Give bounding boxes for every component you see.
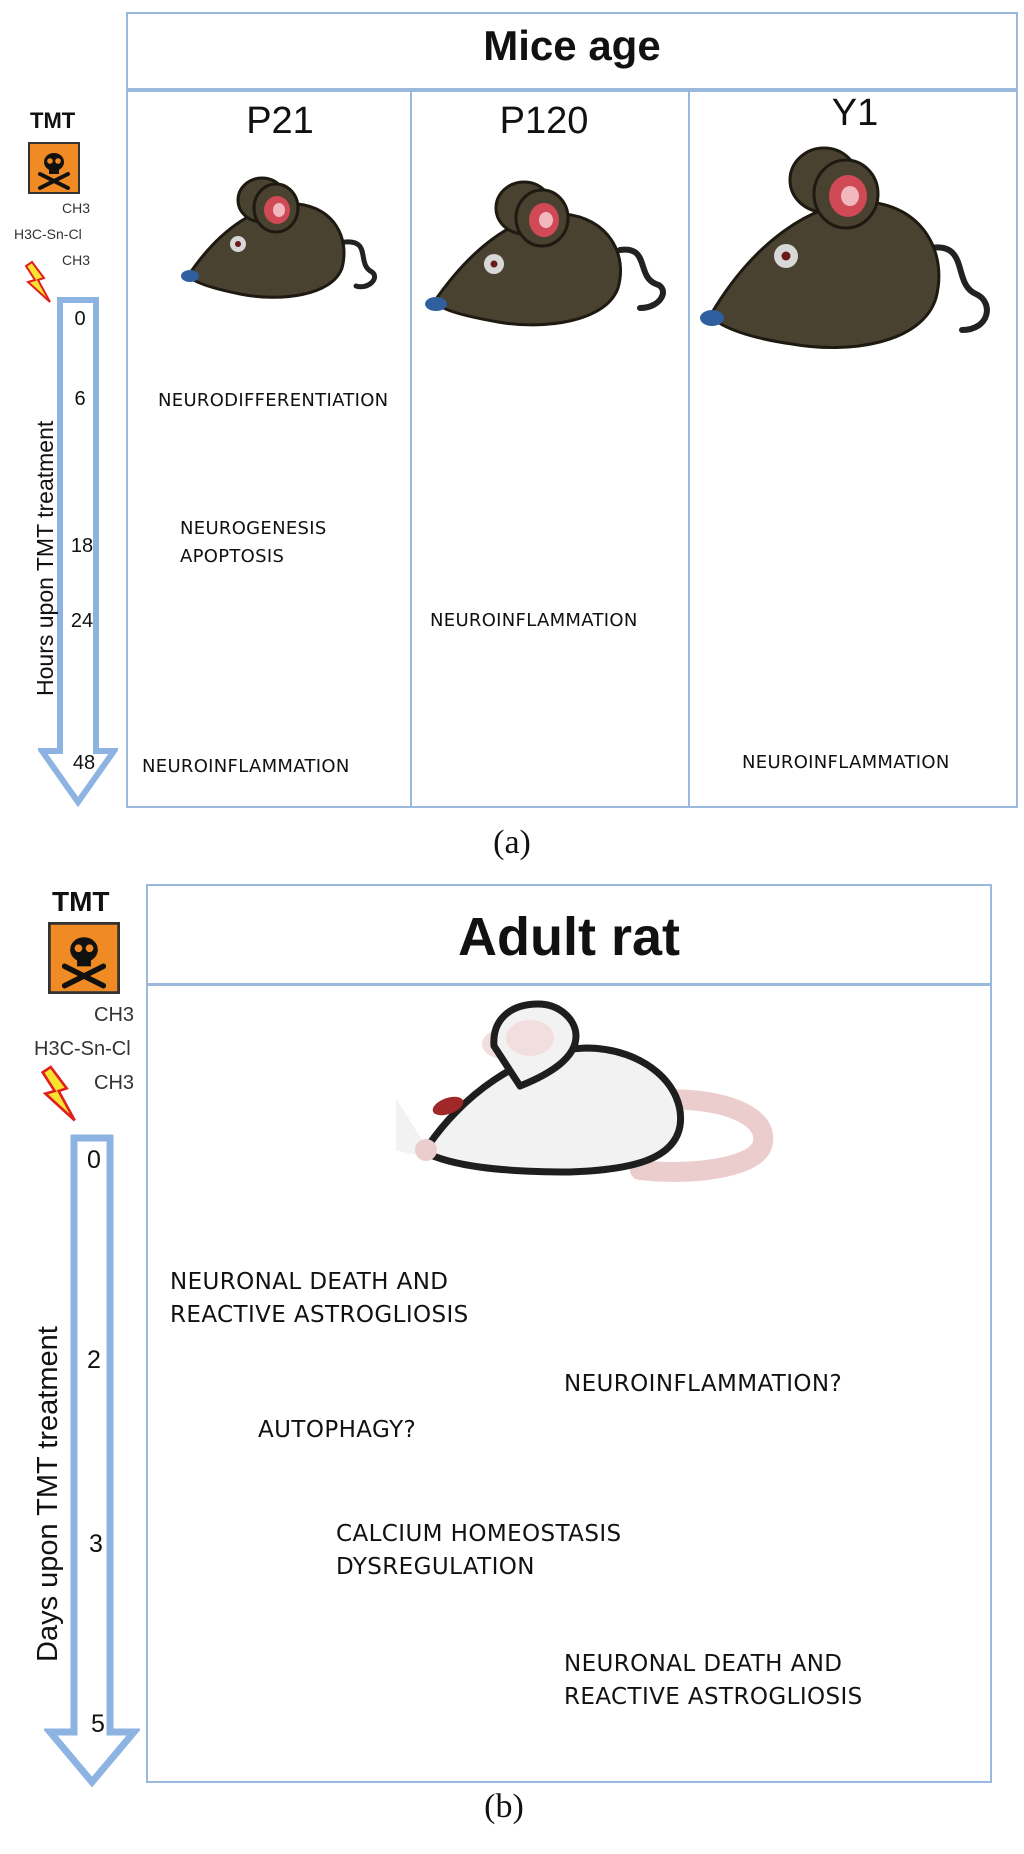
- hour-tick-24: 24: [70, 610, 94, 632]
- column-title-p120: P120: [499, 100, 589, 142]
- mouse-y1-illustration: [700, 134, 1010, 384]
- mouse-p21-illustration: [180, 168, 400, 308]
- day-tick-5: 5: [91, 1710, 105, 1738]
- event-neurodifferentiation: NEURODIFFERENTIATION: [158, 390, 389, 411]
- tmt-formula-bottom-a: CH3: [62, 252, 91, 268]
- mice-age-grid: [126, 88, 1018, 808]
- event-neuronal-death-day1-line1: NEURONAL DEATH AND: [170, 1269, 449, 1295]
- hours-axis-label: Hours upon TMT treatment: [32, 420, 58, 696]
- event-calcium-homeostasis: CALCIUM HOMEOSTASIS DYSREGULATION: [336, 1518, 622, 1584]
- day-tick-2: 2: [87, 1346, 101, 1374]
- event-neuroinflammation-y1: NEUROINFLAMMATION: [742, 752, 950, 773]
- hour-tick-48: 48: [72, 752, 96, 774]
- tmt-formula-top-a: CH3: [62, 200, 91, 216]
- column-divider-2: [688, 88, 690, 808]
- column-divider-1: [410, 88, 412, 808]
- tmt-formula-bottom-b: CH3: [94, 1072, 135, 1094]
- hour-tick-0: 0: [74, 308, 86, 330]
- mouse-p120-illustration: [424, 168, 688, 338]
- event-calcium-homeostasis-line1: CALCIUM HOMEOSTASIS: [336, 1521, 622, 1547]
- hour-tick-18: 18: [70, 535, 94, 557]
- day-tick-0: 0: [87, 1146, 101, 1174]
- event-neuroinflammation-p120: NEUROINFLAMMATION: [430, 610, 638, 631]
- column-title-p21: P21: [246, 100, 314, 142]
- event-neurogenesis: NEUROGENESIS: [180, 518, 327, 539]
- column-title-y1: Y1: [831, 92, 879, 134]
- mice-age-header: Mice age: [483, 22, 661, 69]
- hour-tick-6: 6: [74, 388, 86, 410]
- event-neuronal-death-day1: NEURONAL DEATH AND REACTIVE ASTROGLIOSIS: [170, 1266, 469, 1332]
- caption-a: (a): [493, 824, 531, 861]
- tmt-formula-middle-a: H3C-Sn-Cl: [14, 226, 82, 242]
- tmt-label-a: TMT: [30, 108, 76, 133]
- rat-illustration: [390, 990, 780, 1190]
- lightning-bolt-icon-a: [24, 260, 54, 306]
- event-neuroinflammation-question: NEUROINFLAMMATION?: [564, 1371, 843, 1397]
- event-neuronal-death-day1-line2: REACTIVE ASTROGLIOSIS: [170, 1302, 469, 1328]
- event-calcium-homeostasis-line2: DYSREGULATION: [336, 1554, 535, 1580]
- adult-rat-header: Adult rat: [458, 907, 680, 967]
- caption-b: (b): [484, 1788, 524, 1825]
- lightning-bolt-icon-b: [40, 1060, 80, 1130]
- event-neuronal-death-day5-line2: REACTIVE ASTROGLIOSIS: [564, 1684, 863, 1710]
- day-tick-3: 3: [89, 1530, 103, 1558]
- adult-rat-header-box: [146, 884, 992, 986]
- days-axis-label: Days upon TMT treatment: [32, 1326, 64, 1662]
- hazard-skull-icon-b: [48, 922, 120, 994]
- hazard-skull-icon-a: [28, 142, 80, 194]
- mice-age-header-box: [126, 12, 1018, 92]
- event-neuroinflammation-p21: NEUROINFLAMMATION: [142, 756, 350, 777]
- tmt-formula-top-b: CH3: [94, 1004, 135, 1026]
- event-neuronal-death-day5: NEURONAL DEATH AND REACTIVE ASTROGLIOSIS: [564, 1648, 863, 1714]
- event-apoptosis: APOPTOSIS: [180, 546, 285, 567]
- tmt-formula-middle-b: H3C-Sn-Cl: [34, 1038, 131, 1060]
- tmt-label-b: TMT: [52, 886, 110, 917]
- adult-rat-panel: [146, 983, 992, 1783]
- event-neuronal-death-day5-line1: NEURONAL DEATH AND: [564, 1651, 843, 1677]
- days-timeline-arrow: [44, 1134, 140, 1788]
- event-autophagy-question: AUTOPHAGY?: [258, 1417, 417, 1443]
- hours-timeline-arrow: [38, 296, 118, 808]
